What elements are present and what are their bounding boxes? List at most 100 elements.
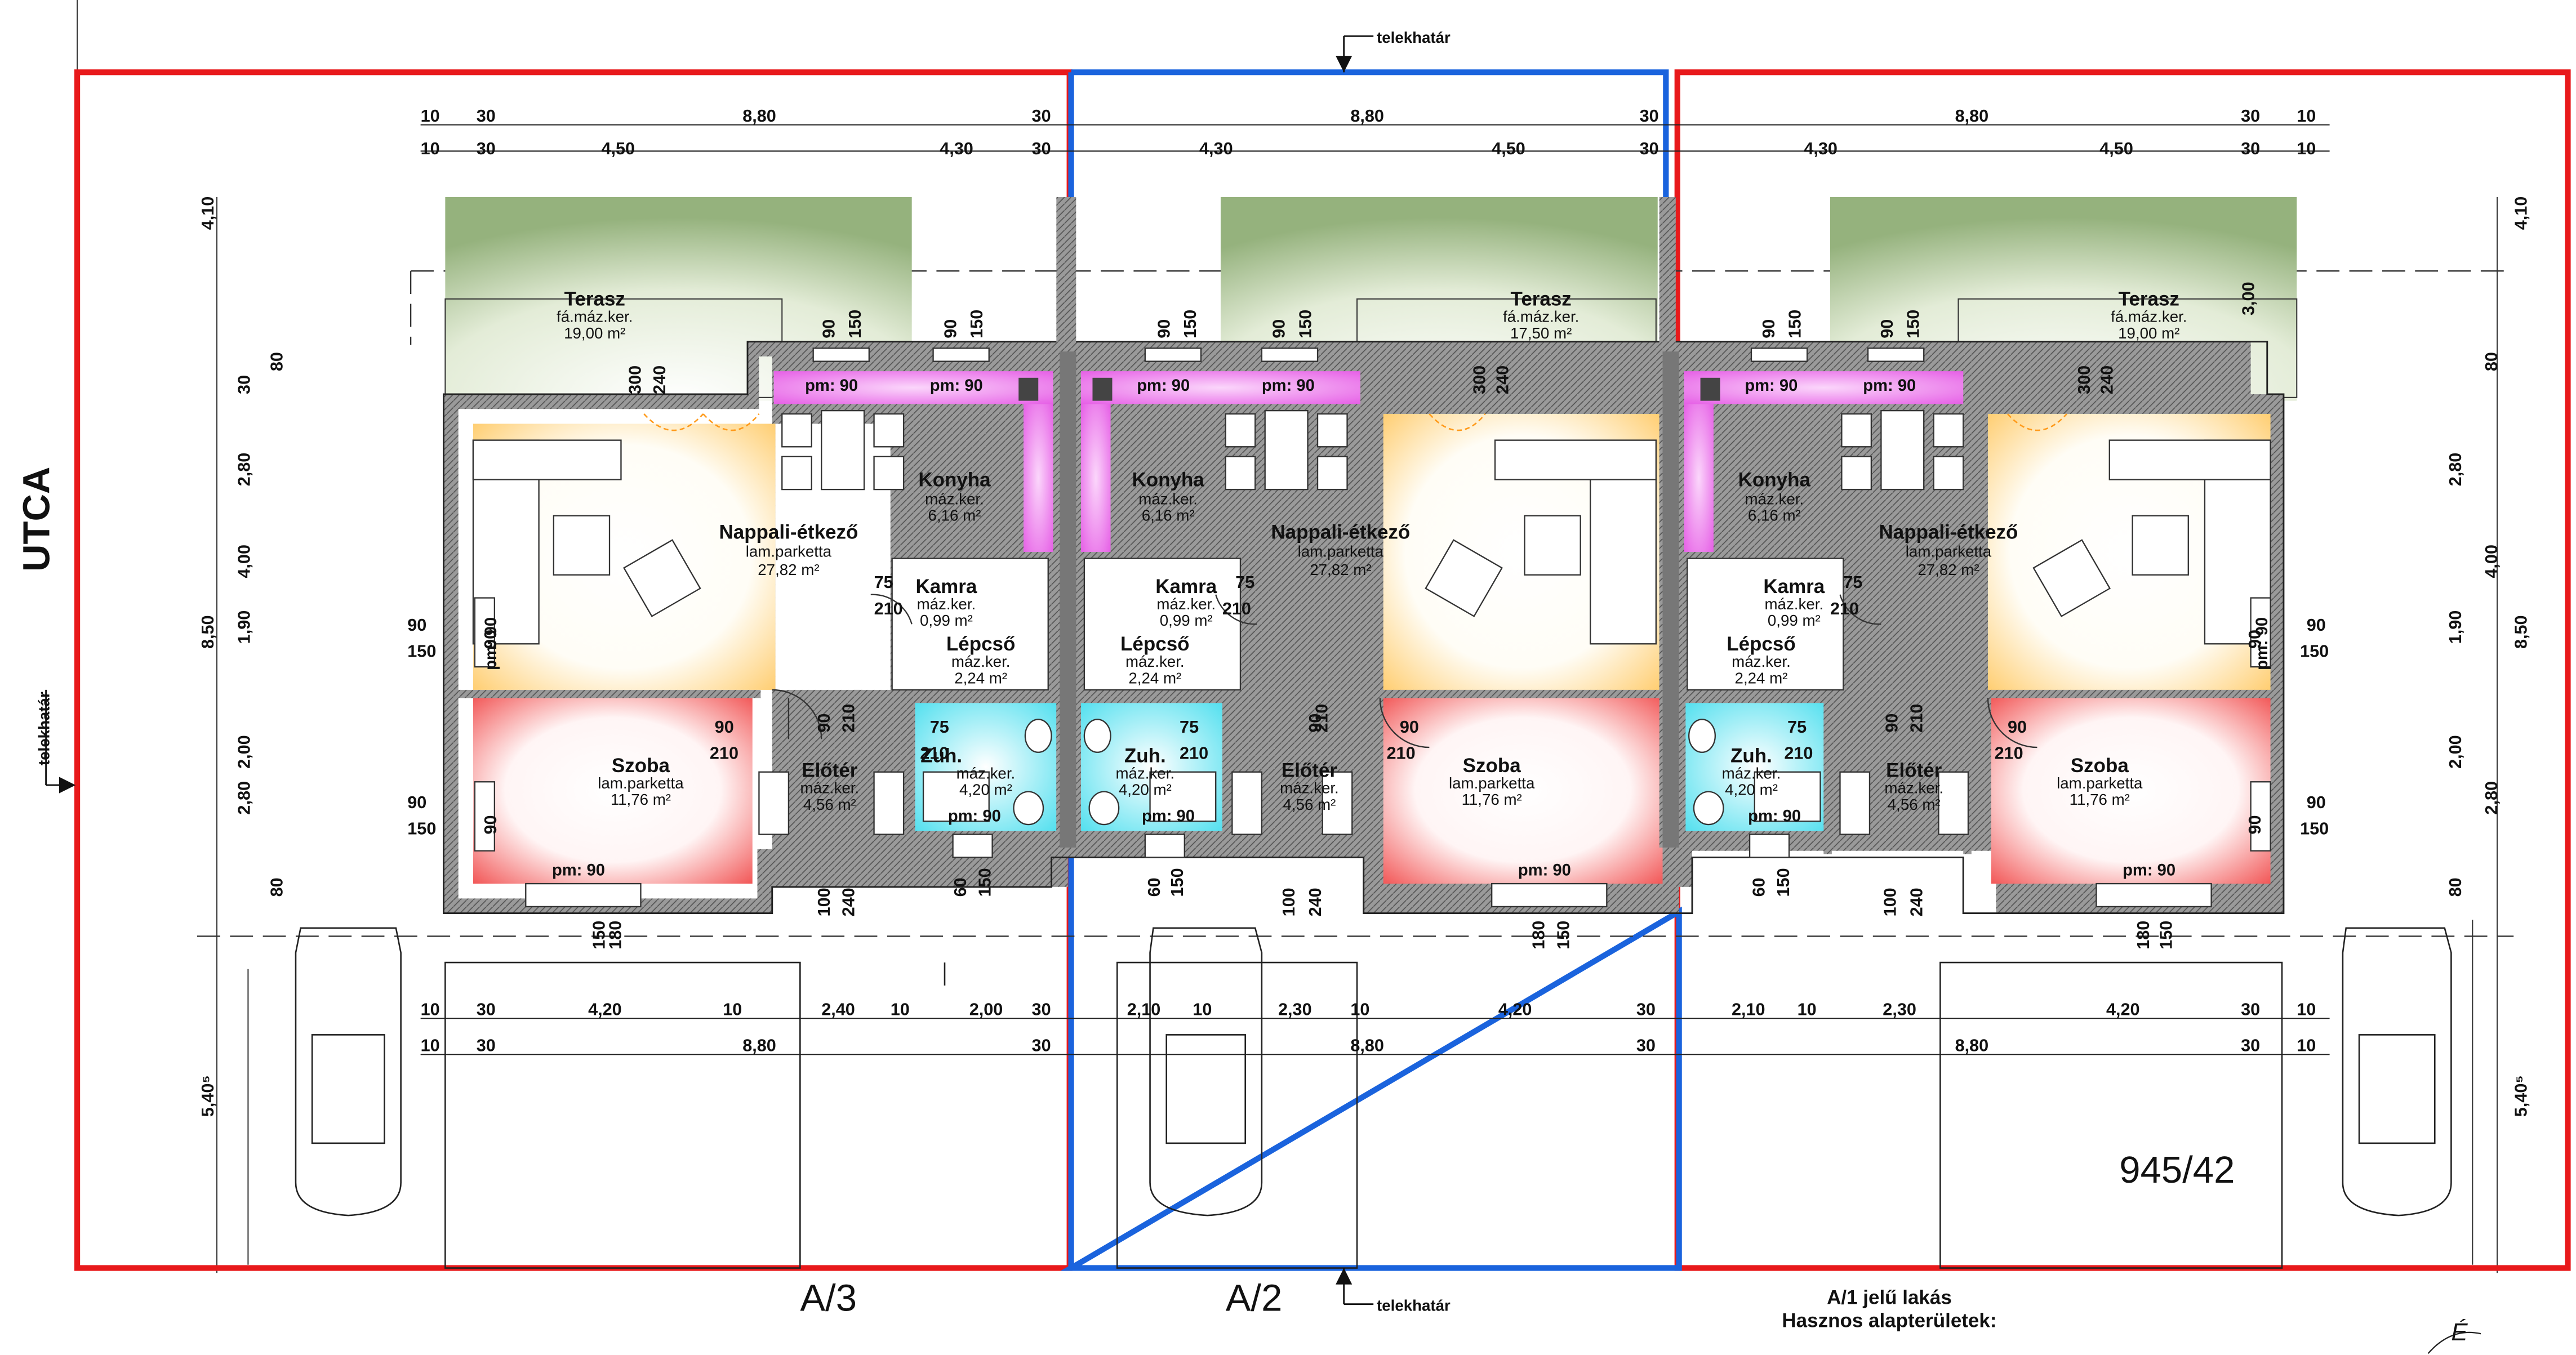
svg-text:19,00 m²: 19,00 m² [2118,324,2179,342]
svg-text:0,99 m²: 0,99 m² [1768,612,1821,629]
svg-text:Lépcső: Lépcső [1727,633,1795,655]
svg-text:30: 30 [1032,1036,1051,1055]
svg-text:4,30: 4,30 [1199,139,1233,158]
svg-text:6,16 m²: 6,16 m² [1142,507,1195,524]
svg-text:10: 10 [2297,1000,2316,1019]
svg-text:240: 240 [1493,366,1512,394]
svg-text:Lépcső: Lépcső [1120,633,1189,655]
svg-text:10: 10 [2297,139,2316,158]
svg-text:30: 30 [477,1000,496,1019]
svg-text:150: 150 [407,819,436,839]
svg-text:2,00: 2,00 [234,735,253,769]
svg-text:6,16 m²: 6,16 m² [1748,507,1801,524]
svg-text:4,56 m²: 4,56 m² [1888,796,1941,813]
svg-text:11,76 m²: 11,76 m² [1462,791,1522,808]
svg-text:fá.máz.ker.: fá.máz.ker. [557,308,633,326]
svg-text:150: 150 [967,310,986,338]
svg-text:4,20 m²: 4,20 m² [959,781,1012,799]
svg-text:10: 10 [421,139,440,158]
svg-text:5,40⁵: 5,40⁵ [2512,1075,2531,1117]
svg-text:8,80: 8,80 [742,106,776,126]
svg-text:2,10: 2,10 [1732,1000,1765,1019]
svg-text:máz.ker.: máz.ker. [1764,595,1823,613]
svg-text:Konyha: Konyha [1738,469,1811,491]
svg-text:Zuh.: Zuh. [1124,745,1166,766]
svg-text:30: 30 [477,139,496,158]
svg-text:240: 240 [2098,366,2117,394]
svg-text:300: 300 [625,366,644,394]
svg-text:100: 100 [1881,888,1900,916]
svg-text:30: 30 [1640,106,1659,126]
svg-text:lam.parketta: lam.parketta [2057,774,2143,792]
svg-text:90: 90 [481,630,500,649]
svg-text:4,50: 4,50 [2099,139,2133,158]
svg-text:4,20: 4,20 [1498,1000,1532,1019]
svg-text:150: 150 [1296,310,1315,338]
svg-text:lam.parketta: lam.parketta [1449,774,1535,792]
svg-text:1,90: 1,90 [2446,610,2465,644]
svg-text:Zuh.: Zuh. [1730,745,1772,766]
svg-text:Nappali-étkező: Nappali-étkező [1271,522,1410,543]
svg-text:pm: 90: pm: 90 [805,377,858,395]
svg-text:4,56 m²: 4,56 m² [1283,796,1336,813]
svg-text:90: 90 [941,319,960,338]
svg-text:pm: 90: pm: 90 [1518,861,1571,879]
svg-text:210: 210 [1387,743,1416,763]
svg-text:É: É [2451,1318,2468,1346]
svg-text:75: 75 [930,717,949,737]
svg-text:80: 80 [268,877,287,897]
svg-text:90: 90 [715,717,734,737]
svg-text:fá.máz.ker.: fá.máz.ker. [2111,308,2187,326]
svg-text:10: 10 [1350,1000,1369,1019]
svg-text:90: 90 [1400,717,1419,737]
svg-text:pm: 90: pm: 90 [2253,617,2271,670]
svg-text:máz.ker.: máz.ker. [917,595,976,613]
svg-text:75: 75 [1787,717,1807,737]
svg-text:0,99 m²: 0,99 m² [920,612,973,629]
svg-text:30: 30 [2241,139,2260,158]
svg-text:8,80: 8,80 [1955,1036,1989,1055]
svg-text:90: 90 [481,815,500,835]
svg-text:180: 180 [1529,921,1549,950]
svg-text:4,10: 4,10 [2512,197,2531,230]
svg-text:Kamra: Kamra [915,576,977,598]
svg-text:4,10: 4,10 [198,197,217,230]
svg-text:pm: 90: pm: 90 [1745,377,1798,395]
svg-text:8,80: 8,80 [1350,1036,1384,1055]
svg-text:90: 90 [407,616,426,635]
svg-text:30: 30 [1636,1036,1656,1055]
svg-text:150: 150 [2300,642,2329,661]
svg-text:10: 10 [723,1000,742,1019]
svg-text:2,10: 2,10 [1127,1000,1161,1019]
svg-text:3,00: 3,00 [2239,282,2258,315]
svg-text:10: 10 [421,106,440,126]
unit-label-a3: A/3 [800,1277,857,1319]
svg-text:150: 150 [1181,310,1200,338]
svg-text:lam.parketta: lam.parketta [746,543,832,560]
svg-text:10: 10 [1798,1000,1817,1019]
svg-text:60: 60 [951,877,970,897]
svg-text:150: 150 [846,310,865,338]
svg-text:80: 80 [2482,352,2501,371]
svg-text:10: 10 [1193,1000,1212,1019]
svg-text:máz.ker.: máz.ker. [1745,490,1804,507]
svg-text:30: 30 [477,1036,496,1055]
svg-text:5,40⁵: 5,40⁵ [198,1075,217,1117]
svg-text:150: 150 [1785,310,1804,338]
svg-text:27,82 m²: 27,82 m² [1310,561,1371,578]
svg-text:30: 30 [1032,1000,1051,1019]
svg-text:180: 180 [2134,921,2153,950]
svg-text:Terasz: Terasz [2119,288,2179,310]
svg-text:2,00: 2,00 [969,1000,1003,1019]
svg-text:150: 150 [2157,921,2176,950]
svg-text:Lépcső: Lépcső [946,633,1015,655]
svg-text:90: 90 [1155,319,1174,338]
svg-text:fá.máz.ker.: fá.máz.ker. [1503,308,1579,326]
svg-text:4,30: 4,30 [940,139,973,158]
svg-text:pm: 90: pm: 90 [2123,861,2175,879]
svg-text:Szoba: Szoba [1463,755,1521,777]
svg-text:30: 30 [2241,106,2260,126]
svg-text:máz.ker.: máz.ker. [1115,764,1174,782]
svg-text:80: 80 [2446,877,2465,897]
svg-text:100: 100 [1279,888,1298,916]
